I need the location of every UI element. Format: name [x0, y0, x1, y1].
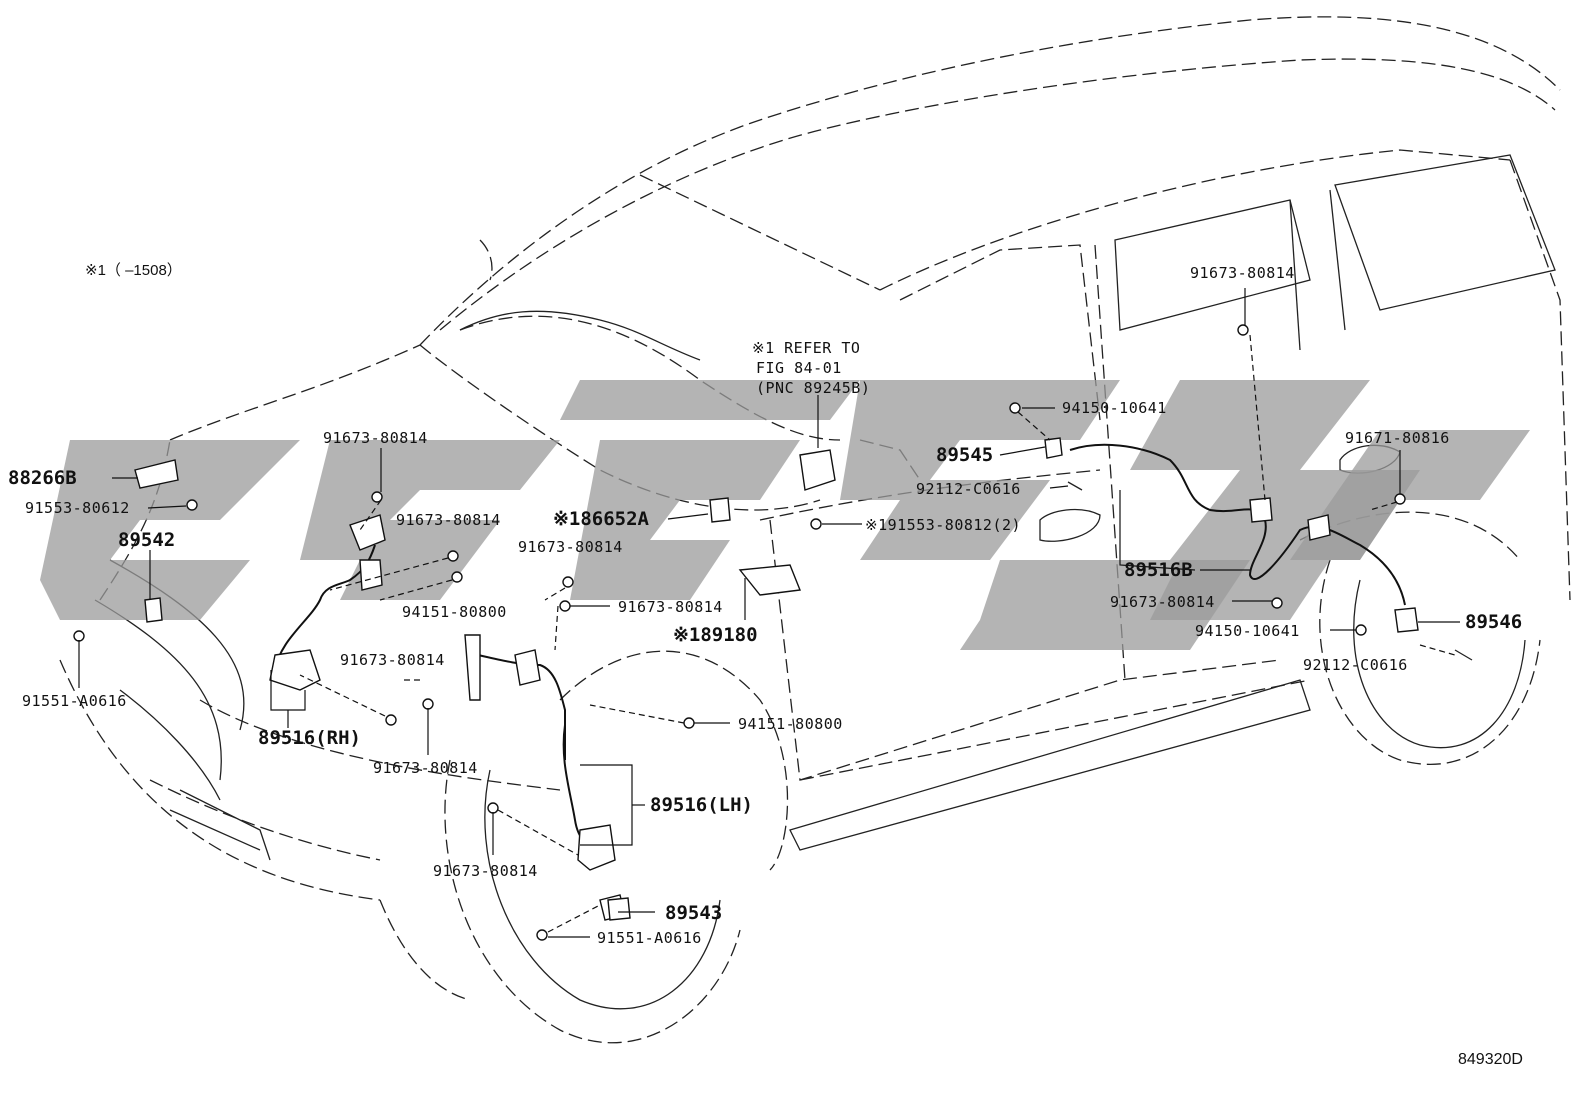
label-91673-80814-a: 91673-80814	[323, 429, 428, 447]
label-89516B: 89516B	[1124, 559, 1193, 581]
label-94150-10641-b: 94150-10641	[1195, 622, 1300, 640]
wiring	[134, 437, 1419, 921]
label-91673-80814-b: 91673-80814	[396, 511, 501, 529]
ref-note-line2: FIG 84-01	[756, 359, 842, 377]
label-89542: 89542	[118, 529, 175, 551]
label-92112-C0616-a: 92112-C0616	[916, 480, 1021, 498]
label-92112-C0616-b: 92112-C0616	[1303, 656, 1408, 674]
label-91553-80812: ※191553-80812(2)	[865, 516, 1021, 534]
label-89545: 89545	[936, 444, 993, 466]
figure-number: 849320D	[1458, 1051, 1523, 1068]
label-91553-80612: 91553-80612	[25, 499, 130, 517]
watermark	[40, 380, 1530, 650]
label-91673-80814-i: 91673-80814	[1110, 593, 1215, 611]
note-serial-range: ※1（ –1508）	[85, 262, 182, 279]
label-91673-80814-c: 91673-80814	[340, 651, 445, 669]
label-89546: 89546	[1465, 611, 1522, 633]
labels: ※1（ –1508） ※1 REFER TO FIG 84-01 (PNC 89…	[8, 262, 1523, 1068]
label-91673-80814-h: 91673-80814	[1190, 264, 1295, 282]
label-91673-80814-e: 91673-80814	[518, 538, 623, 556]
label-89516-rh: 89516(RH)	[258, 727, 361, 749]
label-91551-A0616-left: 91551-A0616	[22, 692, 127, 710]
label-88266B: 88266B	[8, 467, 77, 489]
label-94151-80800-b: 94151-80800	[738, 715, 843, 733]
leader-lines	[78, 288, 1460, 938]
label-91551-A0616-bottom: 91551-A0616	[597, 929, 702, 947]
label-94150-10641-a: 94150-10641	[1062, 399, 1167, 417]
label-91673-80814-g: 91673-80814	[433, 862, 538, 880]
label-86652A: ※186652A	[553, 508, 650, 530]
label-89543: 89543	[665, 902, 722, 924]
label-94151-80800-a: 94151-80800	[402, 603, 507, 621]
label-89180: ※189180	[673, 624, 758, 646]
ref-note-line3: (PNC 89245B)	[756, 379, 870, 397]
ref-note-line1: ※1 REFER TO	[752, 339, 860, 357]
label-91673-80814-d: 91673-80814	[373, 759, 478, 777]
label-91671-80816: 91671-80816	[1345, 429, 1450, 447]
label-89516-lh: 89516(LH)	[650, 794, 753, 816]
label-91673-80814-f: 91673-80814	[618, 598, 723, 616]
